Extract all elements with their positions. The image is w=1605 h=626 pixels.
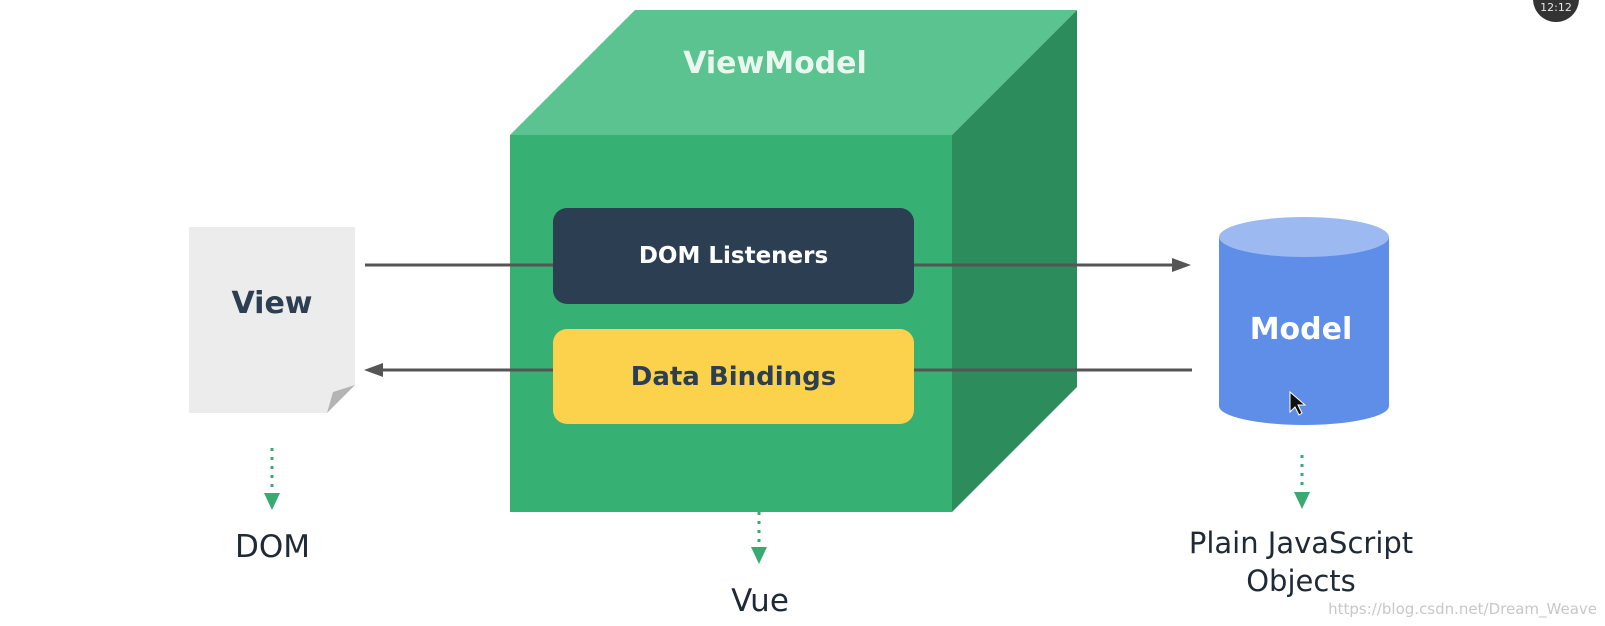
vue-target-label: Vue (731, 583, 789, 619)
viewmodel-cube-front (510, 135, 952, 512)
model-to-plain-js-dotted-arrow (1294, 455, 1310, 509)
data-bindings-box: Data Bindings (553, 329, 914, 424)
view-document-fold (327, 385, 355, 413)
plain-js-objects-label: Plain JavaScript Objects (1188, 526, 1414, 598)
model-cylinder-top (1219, 217, 1389, 257)
view-document (189, 227, 355, 413)
arrowhead-to-model (1172, 258, 1191, 272)
mouse-cursor-icon (1289, 390, 1307, 416)
viewmodel-title: ViewModel (683, 46, 867, 81)
model-cylinder-body (1219, 237, 1389, 406)
dom-listeners-box: DOM Listeners (553, 208, 914, 304)
viewmodel-cube-top (510, 10, 1077, 135)
view-to-dom-dotted-arrow (264, 448, 280, 510)
timer-badge: 12:12 (1533, 0, 1579, 22)
viewmodel-cube-side (952, 10, 1077, 512)
dom-target-label: DOM (234, 529, 311, 565)
viewmodel-to-vue-dotted-arrow (751, 512, 767, 564)
arrowhead-to-view (364, 363, 383, 377)
model-label: Model (1249, 312, 1353, 347)
model-cylinder-bottom (1219, 387, 1389, 425)
watermark: https://blog.csdn.net/Dream_Weave (1328, 600, 1597, 618)
view-label: View (231, 286, 313, 321)
